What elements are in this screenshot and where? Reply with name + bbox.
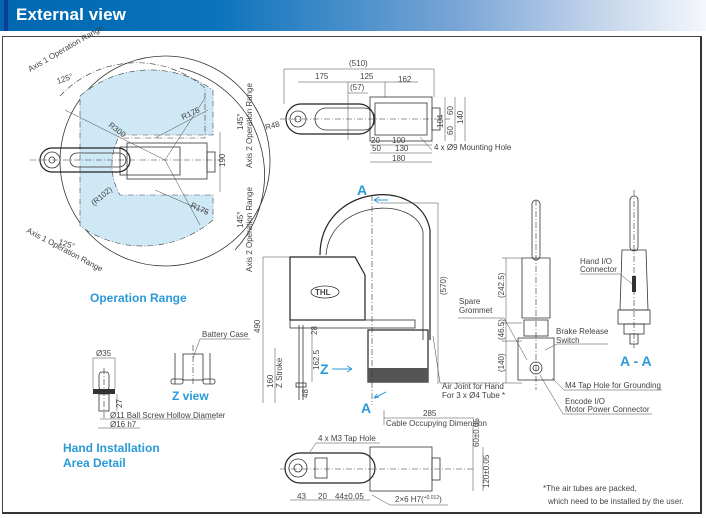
cable-duct	[319, 194, 431, 340]
z-stroke-label: Z Stroke	[275, 357, 284, 388]
m4-tap-hole-label: M4 Tap Hole for Grounding	[565, 381, 661, 390]
dim-490: 490	[253, 319, 262, 333]
encoder-io-label-2: Motor Power Connector	[565, 405, 650, 414]
dim-140-rear: (140)	[497, 353, 506, 372]
dim-160: 160	[266, 374, 275, 388]
operation-range-area	[79, 69, 214, 247]
dim-125: 125	[360, 72, 374, 81]
z-view-marker: Z	[320, 361, 329, 377]
axis2-angle-bottom: 145°	[236, 211, 245, 228]
bottom-view-drawing: 4 x M3 Tap Hole 43 20 44±0.05 2×6 H7(+0.…	[280, 418, 491, 506]
dim-d35: Ø35	[96, 349, 112, 358]
battery-case-label: Battery Case	[202, 330, 249, 339]
dim-60-a: 60	[446, 106, 455, 115]
h7-label: 2×6 H7(+0.012)	[395, 495, 442, 504]
cable-dimension-label: Cable Occupying Dimension	[386, 419, 487, 428]
dim-43: 43	[297, 492, 306, 501]
m3-tap-hole-label: 4 x M3 Tap Hole	[318, 434, 376, 443]
section-aa-title: A - A	[620, 353, 652, 369]
axis2-arc	[179, 67, 265, 251]
z-view-title: Z view	[172, 389, 209, 403]
operation-range-diagram: R300 R175 R175 (R102) 190 Axis 1 Operati…	[25, 23, 271, 305]
hand-io-label-1: Hand I/O	[580, 257, 612, 266]
base-plate	[126, 142, 208, 180]
dim-180: 180	[392, 154, 406, 163]
top-view-drawing: (510) 175 125 (57) 162 R48 104 60 60 140…	[264, 59, 512, 163]
thl-logo	[310, 285, 340, 299]
hand-detail-title-1: Hand Installation	[63, 441, 160, 455]
brake-release-label-1: Brake Release	[556, 327, 609, 336]
dim-60-tol: 60±0.05	[472, 418, 481, 447]
air-joint-label-2: For 3 x Ø4 Tube *	[442, 391, 505, 400]
header-accent-bar	[4, 0, 8, 31]
hand-detail-title-2: Area Detail	[63, 456, 126, 470]
dim-28: 28	[310, 326, 319, 335]
dim-60-b: 60	[446, 126, 455, 135]
dim-44: 44±0.05	[335, 492, 364, 501]
axis1-angle-top: 125°	[56, 72, 75, 86]
dim-570: (570)	[439, 276, 448, 295]
spare-grommet-label-1: Spare	[459, 297, 481, 306]
robot-base	[289, 256, 366, 321]
section-title: External view	[16, 5, 126, 24]
hand-io-label-2: Connector	[580, 265, 617, 274]
dim-175: 175	[315, 72, 329, 81]
axis2-range-label-bottom: Axis 2 Operation Range	[245, 187, 254, 272]
dim-100: 100	[392, 136, 406, 145]
dim-140: 140	[456, 110, 465, 124]
dim-48: 48	[301, 389, 310, 398]
side-view-drawing: THL A A Z (570) 490 160 Z Stroke 162.5 2…	[253, 182, 505, 428]
dim-20-bottom: 20	[318, 492, 327, 501]
footnote-line-2: which need to be installed by the user.	[547, 497, 684, 506]
drawing-frame	[2, 36, 702, 514]
z-view-drawing: Battery Case Z view	[170, 330, 250, 403]
dim-162-5: 162.5	[312, 349, 321, 370]
encoder-io-label-1: Encode I/O	[565, 397, 605, 406]
dim-104: 104	[436, 114, 445, 128]
dim-130: 130	[395, 144, 409, 153]
section-mark-a-top: A	[357, 182, 367, 198]
brake-release-label-2: Switch	[556, 336, 580, 345]
hand-detail-drawing: Ø35 27 Ø11 Ball Screw Hollow Diameter Ø1…	[63, 349, 226, 470]
footnote-line-1: *The air tubes are packed,	[543, 484, 637, 493]
dim-162: 162	[398, 75, 412, 84]
mounting-hole-label: 4 x Ø9 Mounting Hole	[434, 143, 512, 152]
axis2-angle-top: 145°	[236, 113, 245, 130]
air-joint-label-1: Air Joint for Hand	[442, 382, 504, 391]
axis2-range-label-top: Axis 2 Operation Range	[245, 83, 254, 168]
dim-285: 285	[423, 409, 437, 418]
operation-range-title: Operation Range	[90, 291, 187, 305]
rear-view-drawing: Spare Grommet (242.5) (46.5) (140) Brake…	[458, 199, 662, 415]
dim-46-5: (46.5)	[497, 319, 506, 340]
hollow-diameter-label: Ø11 Ball Screw Hollow Diameter	[110, 411, 226, 420]
svg-text:THL: THL	[315, 288, 331, 297]
spare-grommet-label-2: Grommet	[459, 306, 493, 315]
dim-27: 27	[115, 399, 124, 408]
dim-50: 50	[372, 144, 381, 153]
dim-d16-h7: Ø16 h7	[110, 420, 137, 429]
dim-20: 20	[371, 136, 380, 145]
axis1-range-label-top: Axis 1 Operation Range	[27, 23, 106, 74]
section-header: External view	[0, 0, 706, 31]
dim-510: (510)	[349, 59, 368, 68]
dim-242-5: (242.5)	[497, 272, 506, 298]
dim-57: (57)	[350, 83, 365, 92]
dim-120-tol: 120±0.05	[482, 454, 491, 488]
dim-r48: R48	[264, 119, 281, 132]
dim-190: 190	[218, 153, 227, 167]
section-mark-a-bottom: A	[361, 400, 371, 416]
section-aa-drawing: Hand I/O Connector A - A	[580, 190, 652, 369]
